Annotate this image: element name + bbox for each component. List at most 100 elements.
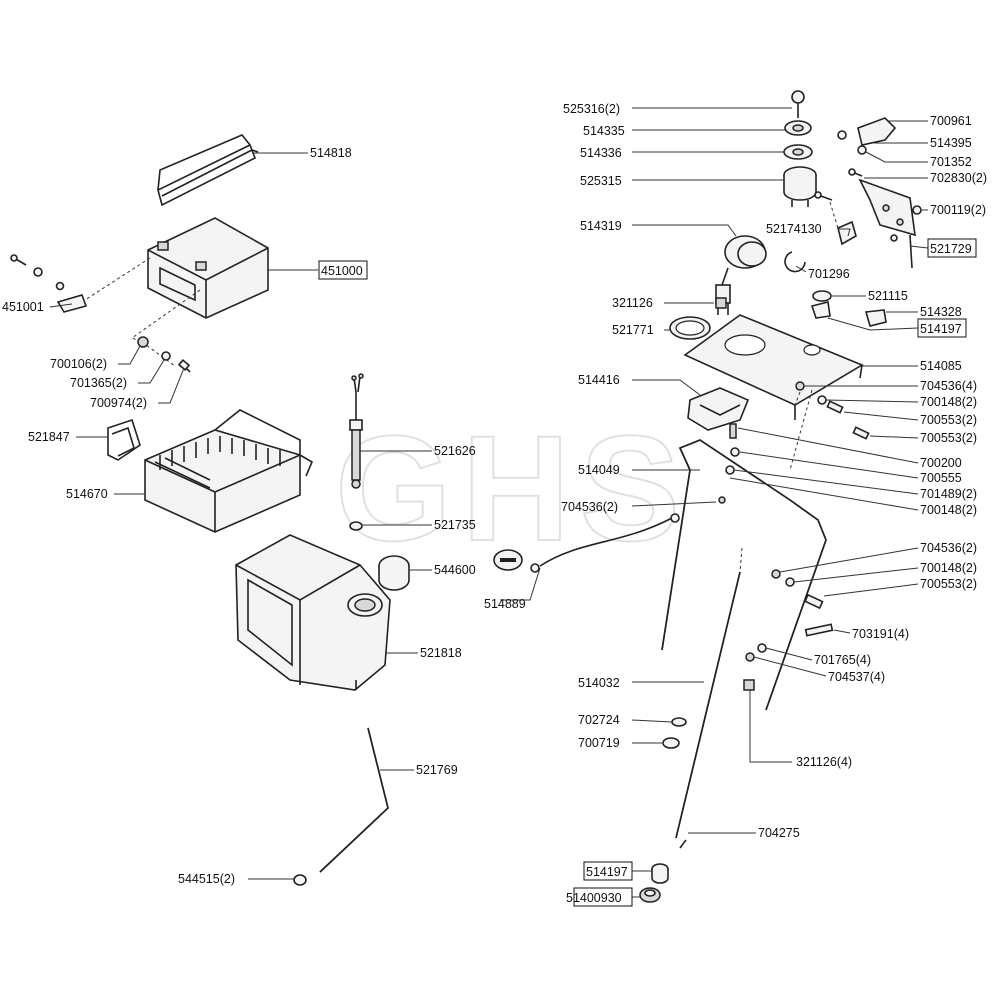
label-514335: 514335 [583, 124, 625, 138]
ignition-key[interactable] [791, 90, 805, 118]
label-704536-c: 704536(2) [920, 541, 977, 555]
label-700119: 700119(2) [930, 203, 986, 217]
label-521769: 521769 [416, 763, 458, 777]
ground-cable[interactable] [493, 513, 680, 573]
label-700555: 700555 [920, 471, 962, 485]
washer-700148-b[interactable] [785, 577, 795, 587]
spacer-702724[interactable] [671, 717, 687, 727]
battery-tray-clamp[interactable] [107, 418, 141, 461]
battery-terminal-bolt[interactable] [10, 254, 88, 313]
label-700148-b: 700148(2) [920, 503, 977, 517]
label-321126: 321126 [612, 296, 653, 310]
cable-clip[interactable] [864, 309, 887, 327]
switch-bracket[interactable] [829, 201, 857, 246]
switch-nut[interactable] [783, 144, 813, 160]
washer-700555[interactable] [730, 447, 740, 457]
label-704536-a: 704536(4) [920, 379, 977, 393]
label-521818: 521818 [420, 646, 462, 660]
cage-nut[interactable] [715, 297, 727, 309]
label-514670: 514670 [66, 487, 108, 501]
label-521626: 521626 [434, 444, 476, 458]
label-521729: 521729 [930, 242, 972, 256]
label-514818: 514818 [310, 146, 352, 160]
battery-tray[interactable] [144, 409, 314, 533]
hour-meter[interactable] [715, 235, 767, 315]
label-701489: 701489(2) [920, 487, 977, 501]
nut-704536-b[interactable] [771, 569, 781, 579]
label-702830: 702830(2) [930, 171, 987, 185]
handle-frame[interactable] [661, 439, 827, 711]
label-514319: 514319 [580, 219, 622, 233]
label-514032: 514032 [578, 676, 620, 690]
label-700719: 700719 [578, 736, 620, 750]
gasket-ring[interactable] [669, 316, 711, 340]
washer-700148[interactable] [817, 395, 827, 405]
label-514197: 514197 [920, 322, 962, 336]
bolt-700553[interactable] [826, 400, 844, 414]
washer-701489[interactable] [725, 465, 735, 475]
nut-704536[interactable] [795, 381, 805, 391]
bolt-700200[interactable] [729, 423, 737, 439]
label-701352: 701352 [930, 155, 972, 169]
battery[interactable] [147, 217, 269, 319]
o-ring[interactable] [349, 521, 363, 531]
nut-704537[interactable] [745, 652, 755, 662]
choke-lever[interactable] [837, 117, 897, 155]
label-704536-b: 704536(2) [561, 500, 618, 514]
label-703191: 703191(4) [852, 627, 909, 641]
label-702724: 702724 [578, 713, 620, 727]
bushing[interactable] [812, 290, 832, 302]
handle-bracket[interactable] [687, 387, 750, 431]
bolt-703191[interactable] [804, 623, 834, 637]
label-700961: 700961 [930, 114, 972, 128]
label-525316: 525316(2) [563, 102, 620, 116]
bushing-514197[interactable] [651, 863, 669, 884]
label-514395: 514395 [930, 136, 972, 150]
bolt-700553-b[interactable] [852, 426, 870, 440]
level-sensor[interactable] [349, 373, 364, 489]
label-514889: 514889 [484, 597, 526, 611]
steering-tube[interactable] [675, 547, 743, 839]
washer-700719[interactable] [662, 737, 680, 749]
label-704537: 704537(4) [828, 670, 885, 684]
label-451001: 451001 [2, 300, 44, 314]
label-700148-c: 700148(2) [920, 561, 977, 575]
label-521847: 521847 [28, 430, 70, 444]
battery-strap[interactable] [157, 134, 259, 207]
hose[interactable] [319, 727, 389, 873]
label-544600: 544600 [434, 563, 476, 577]
cage-nut-321126[interactable] [743, 679, 755, 691]
label-700974: 700974(2) [90, 396, 147, 410]
ignition-switch[interactable] [783, 166, 817, 207]
label-700553-a: 700553(2) [920, 413, 977, 427]
label-51400930: 51400930 [566, 891, 622, 905]
label-701365: 701365(2) [70, 376, 127, 390]
tank[interactable] [235, 534, 391, 691]
key-ring-nut[interactable] [784, 120, 812, 136]
label-52174130: 52174130 [766, 222, 822, 236]
label-321126-b: 321126(4) [796, 755, 852, 769]
tank-cap[interactable] [378, 555, 410, 591]
label-700106: 700106(2) [50, 357, 107, 371]
label-544515: 544515(2) [178, 872, 235, 886]
hose-clip[interactable] [293, 874, 307, 886]
washer-701765[interactable] [757, 643, 767, 653]
roll-pin[interactable] [679, 839, 687, 849]
label-700553-b: 700553(2) [920, 431, 977, 445]
bolt-700553-c[interactable] [803, 593, 824, 610]
label-514336: 514336 [580, 146, 622, 160]
lock-nut-51400930[interactable] [639, 887, 661, 903]
label-514085: 514085 [920, 359, 962, 373]
label-451000: 451000 [321, 264, 363, 278]
console-plate[interactable] [683, 314, 864, 420]
label-704275: 704275 [758, 826, 800, 840]
label-701765: 701765(4) [814, 653, 871, 667]
label-700148-a: 700148(2) [920, 395, 977, 409]
label-514328: 514328 [920, 305, 962, 319]
bushing-clip[interactable] [810, 301, 831, 319]
mounting-plate[interactable] [848, 168, 922, 269]
battery-bolt-set[interactable] [137, 336, 191, 373]
retaining-clip[interactable] [784, 251, 806, 273]
label-525315: 525315 [580, 174, 622, 188]
